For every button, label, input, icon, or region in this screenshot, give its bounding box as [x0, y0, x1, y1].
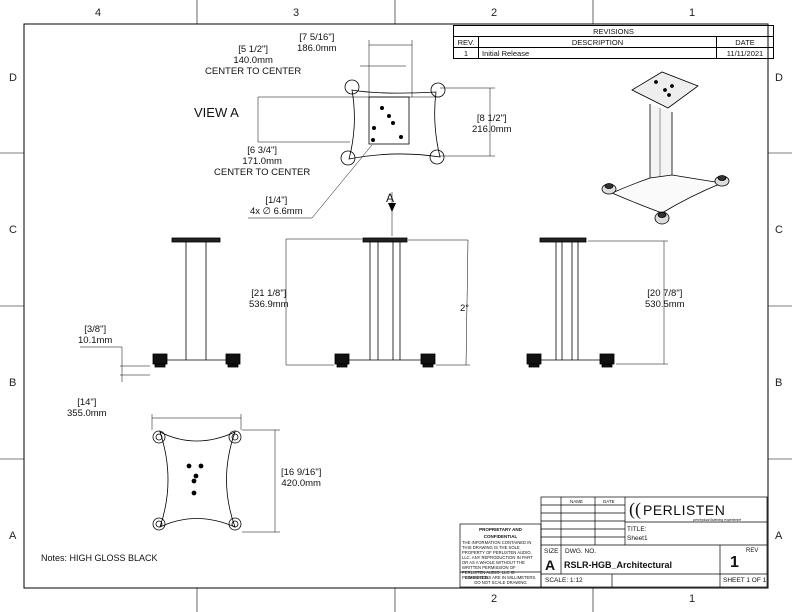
tb-sheet: SHEET 1 OF 1	[723, 577, 767, 584]
dim-height-216-inch: [8 1/2"]	[476, 113, 507, 124]
section-view-dim-lines	[285, 238, 470, 366]
dim-hole-mm: 4x ∅ 6.6mm	[250, 206, 303, 217]
zone-label-bottom-2: 2	[491, 593, 498, 605]
dim-height-216: [8 1/2"] 216.0mm	[472, 113, 512, 135]
dim-hole: [1/4"] 4x ∅ 6.6mm	[250, 195, 303, 217]
tb-title-value: Sheet1	[627, 535, 648, 542]
proprietary-title: PROPRIETARY AND CONFIDENTIAL	[479, 527, 522, 539]
zone-label-left-a: A	[9, 530, 17, 542]
dim-width-140-note: CENTER TO CENTER	[205, 66, 302, 77]
dim-width-186-inch: [7 5/16"]	[299, 32, 335, 43]
zone-label-right-b: B	[775, 377, 783, 389]
zone-label-top-1: 1	[689, 7, 696, 19]
base-plan-view	[152, 430, 242, 531]
dim-base-width-inch: [14"]	[77, 397, 97, 408]
tb-size-label: SIZE	[544, 548, 559, 555]
tb-date-header: DATE	[603, 499, 615, 504]
dim-height-171-mm: 171.0mm	[242, 156, 282, 167]
tb-dwg-label: DWG. NO.	[565, 548, 597, 555]
zone-label-top-3: 3	[293, 7, 300, 19]
tb-size-value: A	[545, 557, 556, 573]
dim-base-width-mm: 355.0mm	[67, 408, 107, 419]
dim-height-537: [21 1/8"] 536.9mm	[249, 288, 289, 310]
tb-name-header: NAME	[570, 499, 584, 504]
side-view-right	[526, 237, 615, 368]
view-a-label: VIEW A	[194, 105, 239, 120]
dim-hole-inch: [1/4"]	[265, 195, 288, 206]
proprietary-notice: PROPRIETARY AND CONFIDENTIAL THE INFORMA…	[462, 526, 539, 580]
tb-title-label: TITLE:	[627, 526, 647, 533]
dim-width-186: [7 5/16"] 186.0mm	[297, 32, 337, 54]
dim-base-height-mm: 420.0mm	[281, 478, 321, 489]
dim-height-530-inch: [20 7/8"]	[647, 288, 683, 299]
dim-foot-inch: [3/8"]	[84, 324, 107, 335]
units-note: DIMENSIONS ARE IN MILLIMETERS. DO NOT SC…	[464, 575, 537, 585]
side-view-left	[152, 237, 241, 368]
revisions-cell-description: Initial Release	[478, 47, 717, 59]
dim-base-width: [14"] 355.0mm	[67, 397, 107, 419]
zone-label-top-2: 2	[491, 7, 498, 19]
dim-height-171-note: CENTER TO CENTER	[214, 167, 311, 178]
company-tagline: perceptual listening experience	[693, 518, 742, 522]
notes-text: Notes: HIGH GLOSS BLACK	[41, 553, 158, 563]
revisions-cell-date: 11/11/2021	[716, 47, 774, 59]
section-label: A	[386, 191, 395, 205]
tb-dwg-value: RSLR-HGB_Architectural	[564, 560, 673, 570]
view-a-dimension-lines	[248, 40, 495, 236]
dim-width-140-mm: 140.0mm	[233, 55, 273, 66]
zone-label-top-4: 4	[95, 7, 102, 19]
dim-foot-mm: 10.1mm	[78, 335, 113, 346]
zone-label-right-a: A	[775, 530, 783, 542]
zone-label-left-c: C	[9, 224, 17, 236]
section-view-middle	[334, 237, 436, 368]
view-a-base-outline	[340, 79, 446, 166]
dim-height-537-mm: 536.9mm	[249, 299, 289, 310]
side-view-right-dim-lines	[588, 240, 668, 365]
section-angle: 2°	[460, 303, 470, 314]
dim-base-height: [16 9/16"] 420.0mm	[281, 467, 321, 489]
zone-label-left-d: D	[9, 72, 17, 84]
dim-height-171-inch: [6 3/4"]	[247, 145, 278, 156]
zone-label-right-d: D	[775, 72, 783, 84]
zone-label-bottom-1: 1	[689, 593, 696, 605]
revisions-table: REVISIONS REV. DESCRIPTION DATE 1 Initia…	[453, 25, 774, 59]
tb-scale: SCALE: 1:12	[545, 577, 583, 584]
title-block-lines	[459, 496, 768, 588]
dim-height-537-inch: [21 1/8"]	[251, 288, 287, 299]
dim-width-140: [5 1/2"] 140.0mm CENTER TO CENTER	[205, 44, 301, 77]
isometric-view	[601, 71, 730, 225]
dim-foot: [3/8"] 10.1mm	[78, 324, 112, 346]
company-name: PERLISTEN	[643, 502, 726, 518]
tb-rev-label: REV	[746, 548, 759, 554]
dim-width-140-inch: [5 1/2"]	[238, 44, 269, 55]
base-dim-lines	[151, 414, 280, 533]
logo-mark-icon: ((	[629, 499, 641, 519]
zone-label-right-c: C	[775, 224, 783, 236]
revisions-cell-rev: 1	[453, 47, 479, 59]
revisions-row: 1 Initial Release 11/11/2021	[453, 47, 774, 59]
dim-height-171: [6 3/4"] 171.0mm CENTER TO CENTER	[214, 145, 310, 178]
side-view-left-dim-lines	[80, 346, 150, 382]
dim-width-186-mm: 186.0mm	[297, 43, 337, 54]
tb-rev-value: 1	[730, 554, 739, 571]
dim-height-530-mm: 530.5mm	[645, 299, 685, 310]
zone-label-left-b: B	[9, 377, 17, 389]
proprietary-text: THE INFORMATION CONTAINED IN THIS DRAWIN…	[462, 540, 533, 580]
dim-base-height-inch: [16 9/16"]	[281, 467, 322, 478]
dim-height-216-mm: 216.0mm	[472, 124, 512, 135]
dim-height-530: [20 7/8"] 530.5mm	[645, 288, 685, 310]
